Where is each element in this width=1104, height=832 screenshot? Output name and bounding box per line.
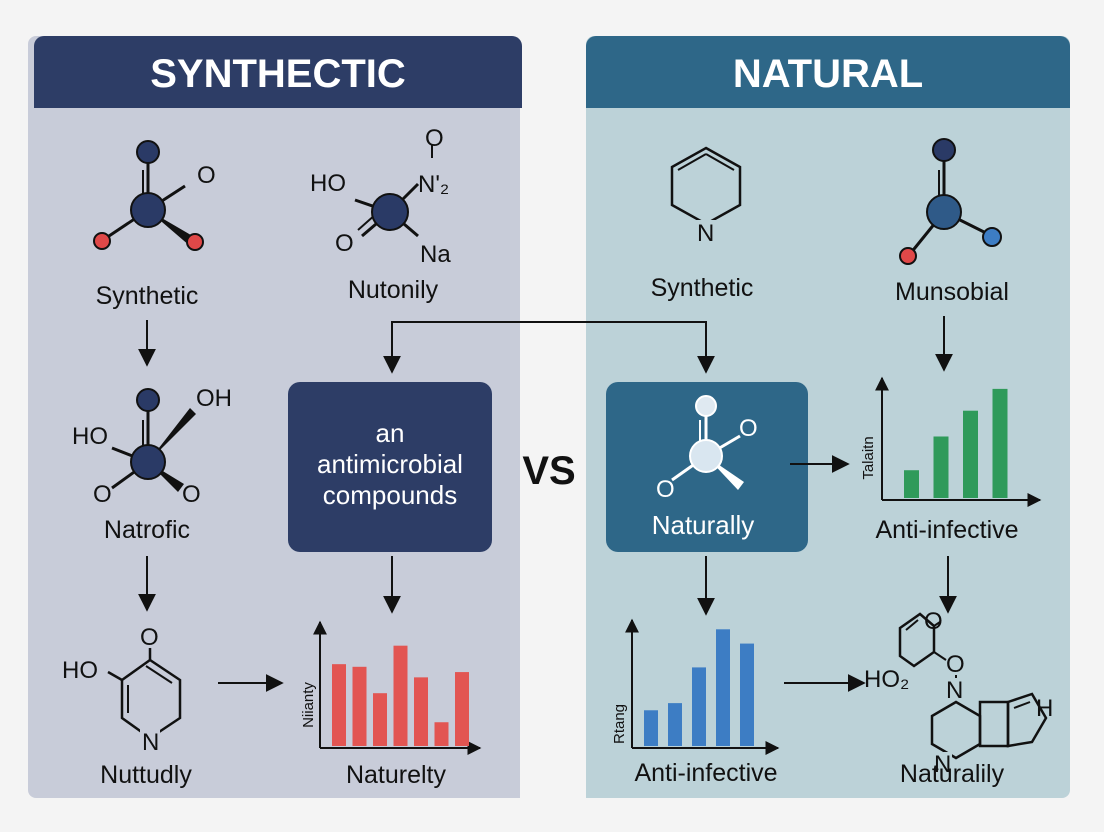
chart-naturelty: Niianty [300,620,482,755]
atom-label: O [739,415,758,442]
molecule-munsobial [899,138,1002,265]
atom-label: Nʹ₂ [418,171,449,198]
natural-header [586,36,1070,108]
box-line: antimicrobial [317,449,463,479]
atom-label: O [656,476,675,503]
connector-line [391,321,707,370]
molecule-natrofic: OH HO O O [72,385,232,508]
box-line: an [376,418,405,448]
bar [373,693,387,746]
molecule-pyridine: N [670,146,742,247]
atom-label: N [697,220,714,247]
atom-label: HO [62,657,98,684]
label-synthetic-right: Synthetic [651,274,754,302]
bar [393,645,408,746]
label-munsobial: Munsobial [895,278,1009,306]
bar [692,667,706,746]
molecule-nutonily: HO O Nʹ₂ O Na [310,125,451,268]
label-naturalily: Naturalily [900,760,1005,788]
bar [332,664,346,746]
box-line: Naturally [652,510,755,540]
molecule-nuttudly: O HO N [62,624,182,756]
atom-label: O [425,125,444,152]
bar [716,629,730,746]
chart-anti-infective-top: Talaitn [860,376,1042,507]
atom-label: O [924,608,943,635]
natural-title: NATURAL [733,52,923,96]
bar [933,436,949,498]
molecule-naturalily: O O HO₂ N N H [864,608,1053,778]
bar [644,710,658,746]
atom-label: HO₂ [864,666,909,693]
atom-label: O [335,230,354,257]
bar [992,388,1008,498]
synthetic-header [34,36,522,108]
label-synthetic-left: Synthetic [96,282,199,310]
bar [740,643,754,746]
atom-label: HO [310,170,346,197]
atom-label: HO [72,423,108,450]
vs-label: VS [522,449,575,493]
atom-label: N [934,751,951,778]
chart-bars [332,645,469,746]
label-nutonily: Nutonily [348,276,439,304]
bar [455,672,469,746]
atom-label: H [1036,695,1053,722]
chart-bars [644,629,754,746]
atom-label: N [142,729,159,756]
bar [963,410,978,498]
label-naturelty: Naturelty [346,761,447,789]
synthetic-title: SYNTHECTIC [150,52,406,96]
chart-bars [904,388,1008,498]
atom-label: Na [420,241,451,268]
molecule-synthetic-1: O [93,140,216,251]
atom-label: N [946,677,963,704]
atom-label: O [182,481,201,508]
bar [352,666,367,746]
y-axis-label: Talaitn [860,436,877,479]
antimicrobial-box: an antimicrobial compounds [288,382,492,552]
naturally-box: O O Naturally [606,382,808,552]
box-line: compounds [323,480,457,510]
label-nuttudly: Nuttudly [100,761,192,789]
atom-label: O [93,481,112,508]
bar [434,722,449,746]
y-axis-label: Niianty [300,682,317,728]
atom-label: O [946,651,965,678]
label-anti-infective-top: Anti-infective [875,516,1018,544]
atom-label: OH [196,385,232,412]
bar [904,470,919,498]
atom-label: O [197,162,216,189]
bar [668,703,682,746]
bar [414,677,428,746]
chart-anti-infective-bottom: Rtang [611,618,780,755]
label-anti-infective-bottom: Anti-infective [634,759,777,787]
label-natrofic: Natrofic [104,516,190,544]
y-axis-label: Rtang [611,704,628,744]
atom-label: O [140,624,159,651]
